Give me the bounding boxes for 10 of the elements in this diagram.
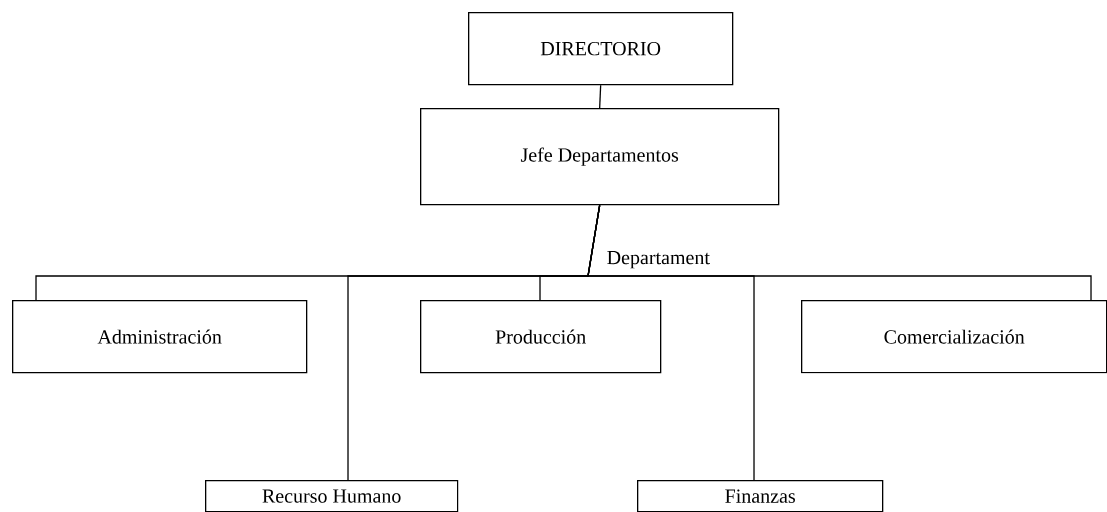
text-label: Departament: [607, 251, 710, 269]
org-box: Jefe Departamentos: [420, 108, 780, 206]
connector-line: [599, 84, 602, 109]
org-box: Administración: [12, 300, 308, 374]
org-box: DIRECTORIO: [468, 12, 734, 86]
org-box: Finanzas: [637, 480, 884, 512]
connector-line: [587, 204, 1092, 301]
org-box: Producción: [420, 300, 662, 374]
org-box: Comercialización: [801, 300, 1107, 374]
org-box: Recurso Humano: [205, 480, 459, 512]
